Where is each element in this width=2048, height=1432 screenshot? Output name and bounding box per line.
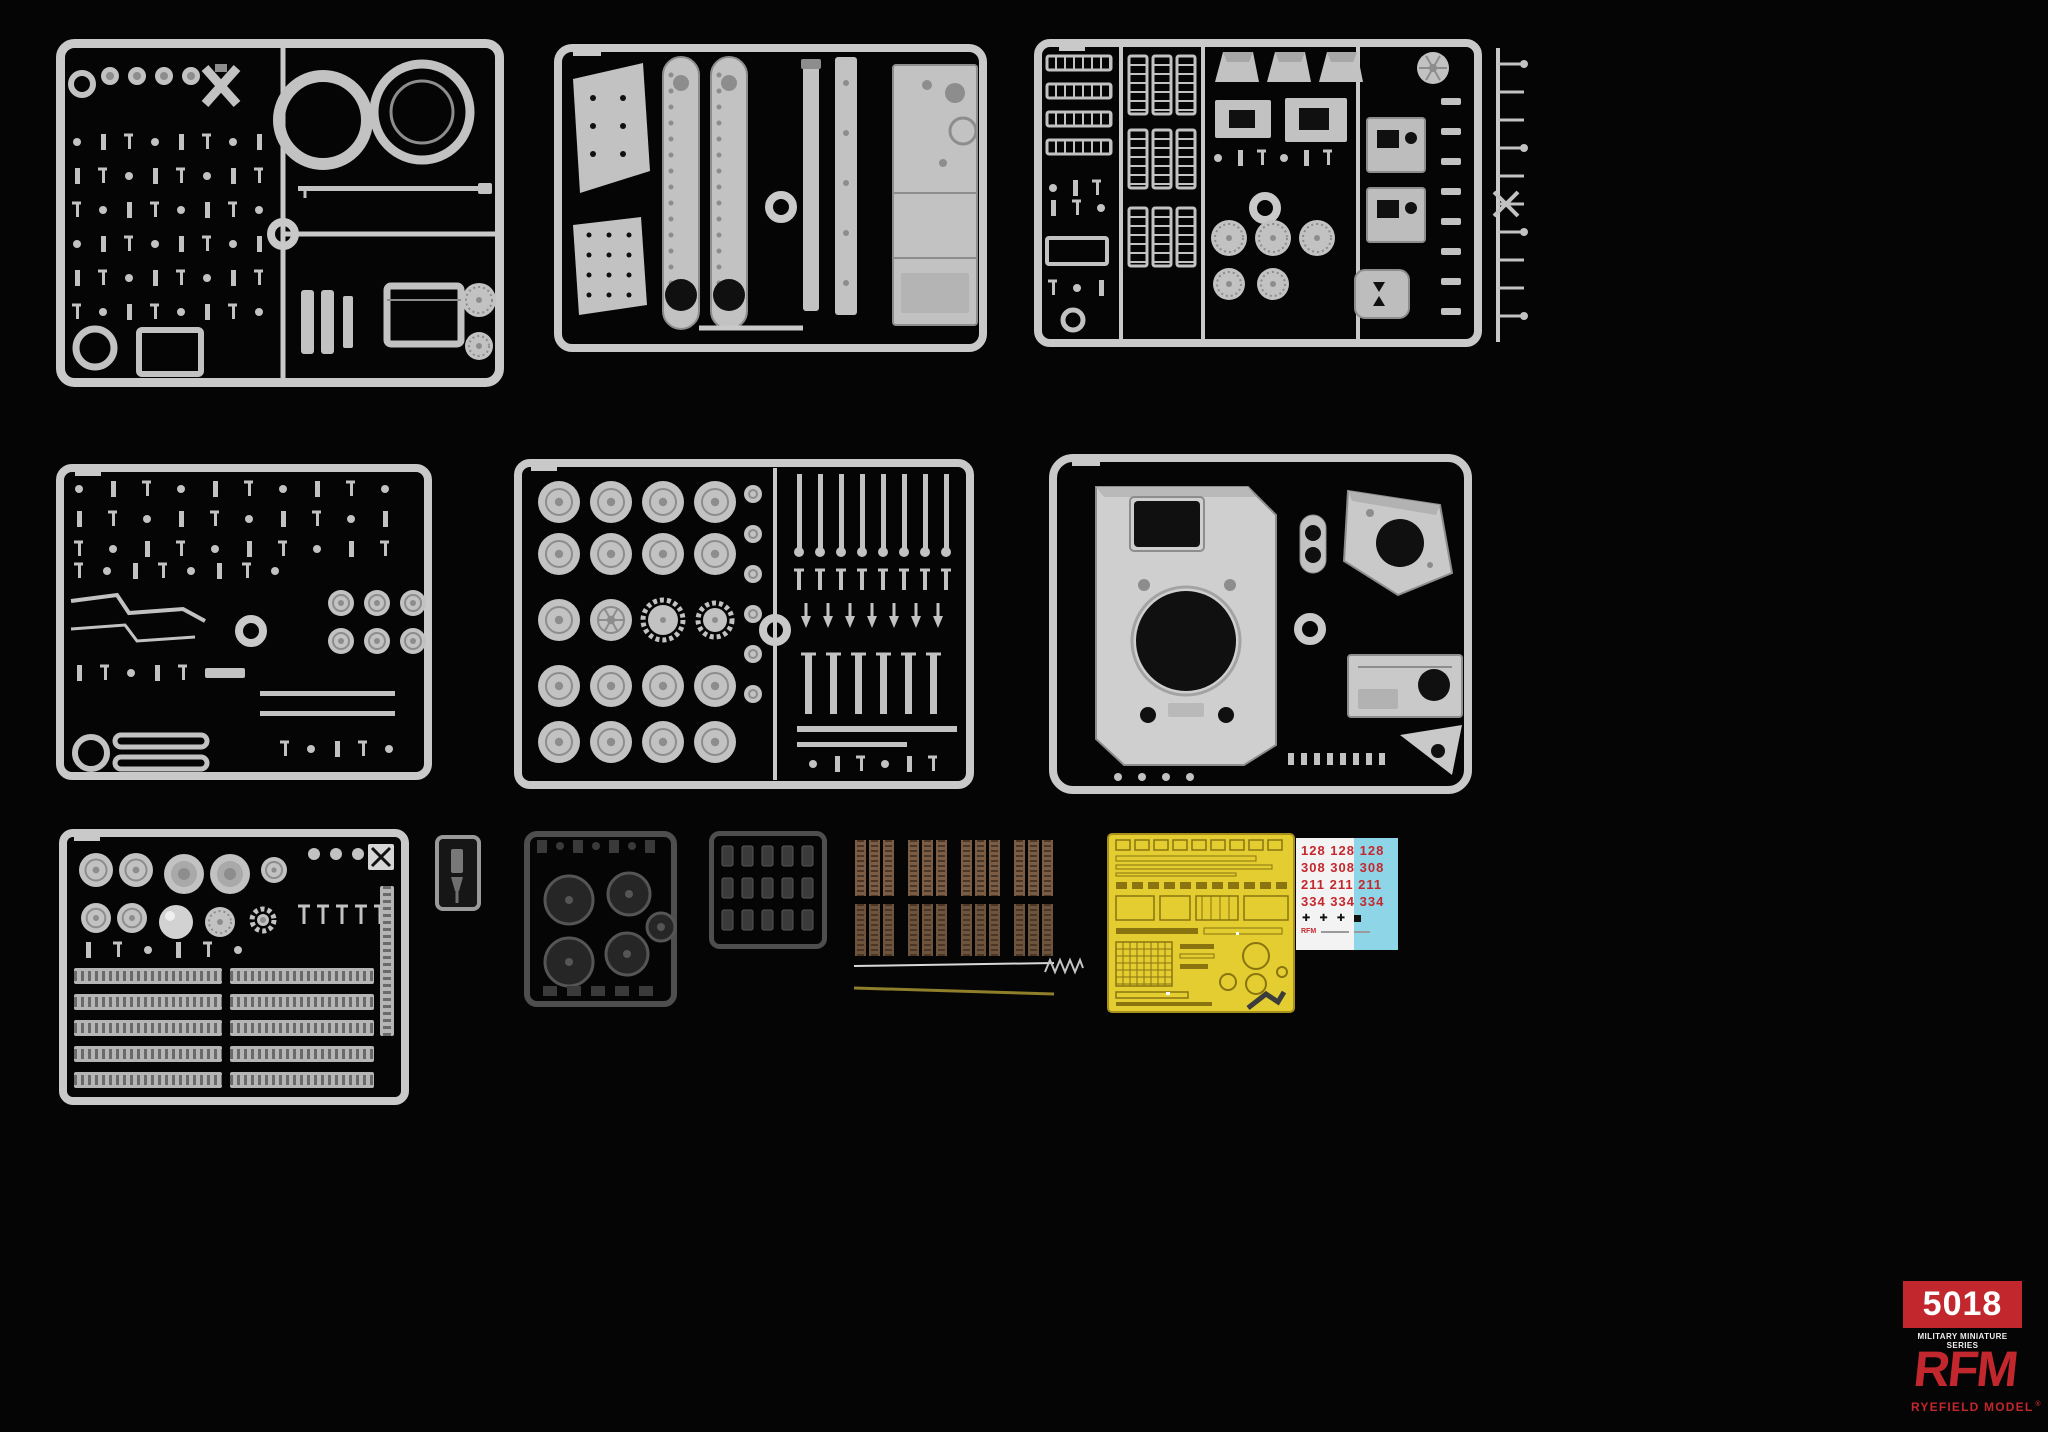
photo-etch-fret [1107, 833, 1295, 1013]
spring-part [1044, 957, 1084, 975]
sprue-light-gray-c [1034, 39, 1482, 347]
rfm-logo-text: RFM [1911, 1341, 2020, 1397]
balkenkreuz-icon: ✚ [1319, 912, 1328, 924]
balkenkreuz-icon: ✚ [1302, 912, 1311, 924]
decal-black-square [1354, 914, 1362, 922]
sprue-small-parts-strip [1492, 48, 1528, 342]
tow-cables [853, 962, 1055, 996]
sprue-wheels-tracks-g [59, 829, 409, 1105]
decal-mini-logo: RFM [1301, 928, 1317, 935]
dark-sprue-tires [524, 831, 677, 1007]
rfm-logo: RFM [1911, 1340, 2020, 1398]
sprue-light-gray-a [56, 39, 504, 387]
decal-fineprint-line [1354, 930, 1371, 933]
brand-name: RYEFIELD MODEL® [1911, 1400, 2042, 1414]
brand-name-text: RYEFIELD MODEL [1911, 1400, 2034, 1414]
registered-mark: ® [2035, 1401, 2042, 1408]
decal-footer: RFM [1296, 926, 1398, 935]
series-label: MILITARY MINIATURE SERIES [1917, 1332, 2008, 1350]
balkenkreuz-icon: ✚ [1336, 912, 1346, 924]
sprue-hull-turret-f [1049, 454, 1472, 794]
decal-number-row: 308 308 308 [1301, 860, 1385, 875]
dark-sprue-small-parts [709, 831, 827, 949]
sprue-wheels-e [514, 459, 974, 789]
clear-part-sprue [435, 835, 481, 911]
sprue-light-gray-b [554, 44, 987, 352]
kit-number: 5018 [1922, 1285, 2003, 1323]
decal-number-row: 128 128 128 [1301, 843, 1385, 858]
kit-number-box: 5018 [1903, 1281, 2022, 1328]
decal-number-row: 334 334 334 [1301, 894, 1385, 909]
decal-number-row: 211 211 211 [1301, 877, 1383, 892]
decal-cross-row: ✚ ✚ ✚ [1296, 910, 1398, 926]
decal-sheets: 128 128 128 308 308 308 211 211 211 334 … [1296, 838, 1398, 950]
decal-fineprint-line [1321, 930, 1350, 933]
sprue-light-gray-d [56, 464, 432, 780]
track-link-sections [855, 840, 1053, 956]
